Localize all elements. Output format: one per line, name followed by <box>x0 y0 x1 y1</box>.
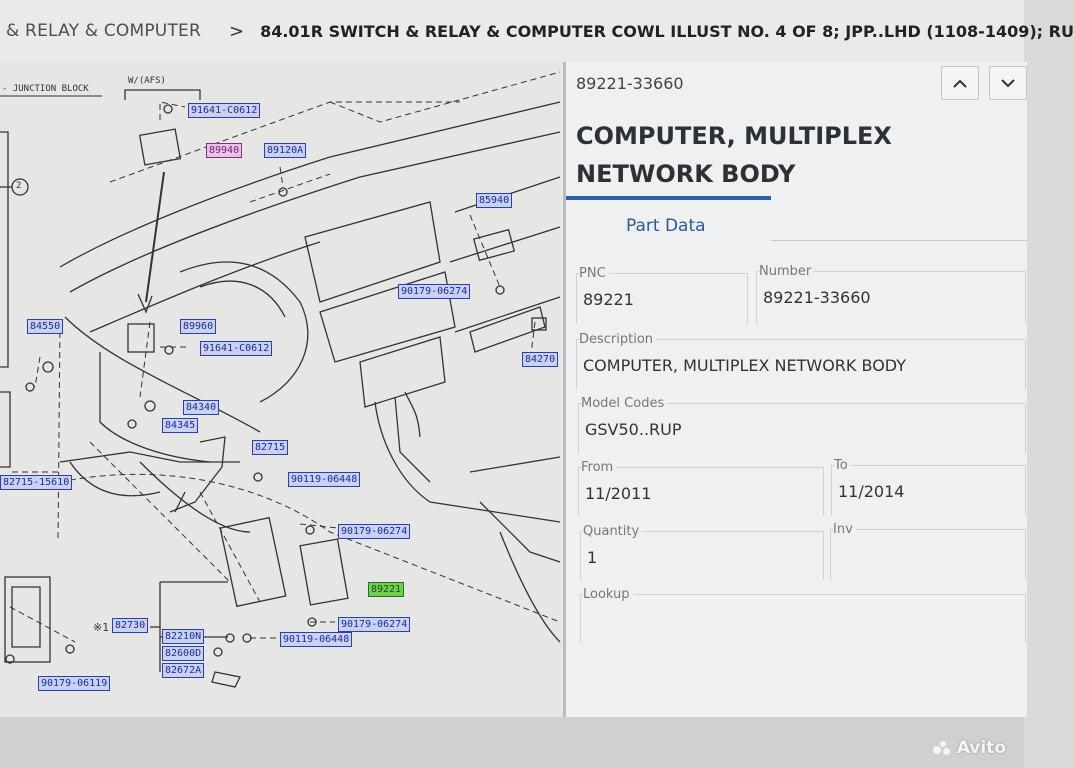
callout-82210n[interactable]: 82210N <box>162 629 205 644</box>
chevron-up-icon <box>953 79 967 88</box>
callout-89221-selected[interactable]: 89221 <box>368 582 405 597</box>
pnc-field: PNC 89221 <box>576 266 748 324</box>
avito-logo-icon <box>932 741 951 755</box>
callout-90179-06119[interactable]: 90179-06119 <box>38 676 111 691</box>
pnc-value: 89221 <box>583 290 634 309</box>
avito-watermark-text: Avito <box>956 738 1006 758</box>
to-label: To <box>834 458 851 473</box>
callout-91641-c0612[interactable]: 91641-C0612 <box>188 103 261 118</box>
callout-84270[interactable]: 84270 <box>522 352 559 367</box>
lookup-label: Lookup <box>583 587 633 602</box>
dashboard-drawing <box>0 71 561 688</box>
pnc-header: 89221-33660 <box>576 74 684 93</box>
part-title: COMPUTER, MULTIPLEX NETWORK BODY <box>576 122 892 188</box>
to-field: To 11/2014 <box>831 458 1026 516</box>
callout-91641-c0612-b[interactable]: 91641-C0612 <box>200 341 273 356</box>
inv-label: Inv <box>833 522 856 537</box>
avito-watermark: Avito <box>932 738 1006 758</box>
description-label: Description <box>579 332 657 347</box>
pnc-label: PNC <box>579 266 609 281</box>
callout-82730[interactable]: 82730 <box>112 618 149 633</box>
callout-82715[interactable]: 82715 <box>252 440 289 455</box>
parts-illustration[interactable]: - JUNCTION BLOCK W/(AFS) 2 ※1 91641-C061… <box>0 62 563 717</box>
breadcrumb: & RELAY & COMPUTER > 84.01R SWITCH & REL… <box>0 0 1074 63</box>
active-tab-indicator <box>566 196 771 200</box>
tab-bar-divider <box>771 240 1027 241</box>
breadcrumb-separator-icon: > <box>228 20 245 42</box>
part-data-panel: 89221-33660 COMPUTER, MULTIPLEX NETWORK … <box>563 62 1027 717</box>
chevron-down-icon <box>1001 78 1015 87</box>
callout-89120a[interactable]: 89120A <box>264 143 307 158</box>
tab-part-data[interactable]: Part Data <box>626 216 706 236</box>
number-label: Number <box>759 264 815 279</box>
callout-82672a[interactable]: 82672A <box>162 663 205 678</box>
to-value: 11/2014 <box>838 482 905 501</box>
number-field: Number 89221-33660 <box>756 264 1026 324</box>
breadcrumb-parent[interactable]: & RELAY & COMPUTER <box>6 21 201 41</box>
junction-block-header: - JUNCTION BLOCK <box>2 84 89 94</box>
bottom-bezel <box>0 717 1024 768</box>
model-codes-label: Model Codes <box>581 396 668 411</box>
callout-84345[interactable]: 84345 <box>162 418 199 433</box>
quantity-label: Quantity <box>583 524 643 539</box>
callout-82715-15610[interactable]: 82715-15610 <box>0 475 73 490</box>
from-value: 11/2011 <box>585 484 652 503</box>
circle-reference: 2 <box>16 181 22 191</box>
from-field: From 11/2011 <box>578 460 824 516</box>
number-value: 89221-33660 <box>763 288 871 307</box>
from-label: From <box>581 460 617 475</box>
lookup-field[interactable]: Lookup <box>580 587 1026 643</box>
model-codes-field: Model Codes GSV50..RUP <box>578 396 1026 454</box>
callout-89940[interactable]: 89940 <box>206 143 243 158</box>
callout-90179-06274[interactable]: 90179-06274 <box>398 284 471 299</box>
callout-82600d[interactable]: 82600D <box>162 646 205 661</box>
next-part-button[interactable] <box>989 66 1027 100</box>
callout-90119-06448[interactable]: 90119-06448 <box>288 472 361 487</box>
description-field: Description COMPUTER, MULTIPLEX NETWORK … <box>576 332 1026 390</box>
callout-90119-06448-b[interactable]: 90119-06448 <box>280 632 353 647</box>
model-codes-value: GSV50..RUP <box>585 420 682 439</box>
star-mark: ※1 <box>93 621 109 634</box>
callout-89960[interactable]: 89960 <box>180 319 217 334</box>
callout-84550[interactable]: 84550 <box>27 319 64 334</box>
previous-part-button[interactable] <box>941 66 979 100</box>
description-value: COMPUTER, MULTIPLEX NETWORK BODY <box>583 356 907 375</box>
quantity-field: Quantity 1 <box>580 524 824 580</box>
afs-header: W/(AFS) <box>128 76 166 86</box>
callout-85940[interactable]: 85940 <box>476 193 513 208</box>
breadcrumb-current: 84.01R SWITCH & RELAY & COMPUTER COWL IL… <box>260 21 1074 41</box>
quantity-value: 1 <box>587 548 598 567</box>
inv-field: Inv <box>830 522 1026 580</box>
callout-90179-06274-b[interactable]: 90179-06274 <box>338 524 411 539</box>
callout-90179-06274-c[interactable]: 90179-06274 <box>338 617 411 632</box>
callout-84340[interactable]: 84340 <box>183 400 220 415</box>
